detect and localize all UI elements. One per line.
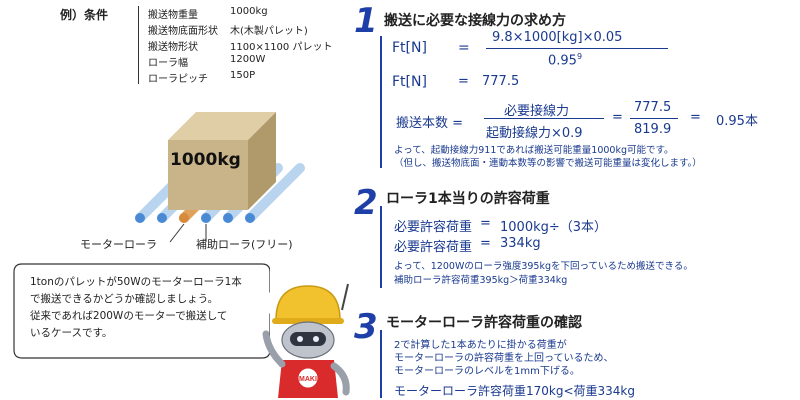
box-top xyxy=(168,112,276,140)
ft-value: 777.5 xyxy=(482,74,520,89)
eye xyxy=(297,336,303,342)
section-number: 3 xyxy=(354,307,378,347)
section-number: 2 xyxy=(354,183,378,223)
denominator-superscript: 9 xyxy=(576,52,583,61)
roller-end xyxy=(157,213,167,223)
hat-brim xyxy=(272,318,344,324)
badge-circle xyxy=(297,367,319,389)
eye xyxy=(313,336,319,342)
condition-value: 150P xyxy=(230,70,256,81)
conveyor-illustration xyxy=(135,112,305,243)
bubble-line: で搬送できるかどうか確認しましょう。 xyxy=(30,293,219,305)
bubble-text: 1tonのパレットが50Wのモーターローラ1本 で搬送できるかどうか確認しましょ… xyxy=(30,274,260,342)
conditions-divider xyxy=(138,6,139,84)
leader-line xyxy=(169,223,185,243)
formula-denominator: 0.959 xyxy=(548,52,583,69)
section-title: モーターローラ許容荷重の確認 xyxy=(386,315,582,331)
roller xyxy=(245,163,305,223)
fraction-line xyxy=(630,118,678,119)
condition-row: ローラピッチ 150P xyxy=(148,70,255,85)
requirement-label: 必要許容荷重 xyxy=(394,240,473,255)
condition-row: ローラ幅 1200W xyxy=(148,54,265,69)
condition-label: ローラ幅 xyxy=(148,58,188,69)
equals-sign: = xyxy=(458,40,470,56)
robot-arm xyxy=(330,362,350,396)
antenna xyxy=(341,283,349,311)
roller-end xyxy=(179,213,189,223)
section-note: よって、1200Wのローラ強度395kgを下回っているため搬送できる。 xyxy=(394,261,693,272)
fraction-line xyxy=(484,118,604,119)
hard-hat xyxy=(275,285,341,321)
section-note: （但し、搬送物底面・連動本数等の影響で搬送可能重量は変化します。） xyxy=(394,158,702,169)
bubble-line: 従来であれば200Wのモーターで搬送して xyxy=(30,310,228,322)
aux-roller-label: 補助ローラ(フリー) xyxy=(196,238,293,251)
box-front xyxy=(168,140,248,210)
section-note: モーターローラの許容荷重を上回っているため、 xyxy=(394,353,614,364)
condition-label: 搬送物重量 xyxy=(148,10,198,21)
section-title: ローラ1本当りの許容荷重 xyxy=(386,191,550,207)
condition-value: 1100×1100 パレット xyxy=(230,42,333,53)
bubble-line: いるケースです。 xyxy=(30,327,113,339)
box-side xyxy=(248,112,276,210)
roller-end xyxy=(245,213,255,223)
formula-numerator: 9.8×1000[kg]×0.05 xyxy=(492,30,623,45)
cargo-box xyxy=(168,112,276,210)
motor-roller-label: モーターローラ xyxy=(80,238,157,251)
condition-value: 1000kg xyxy=(230,6,268,17)
value-denominator: 819.9 xyxy=(634,122,672,137)
equals-sign: = xyxy=(480,236,491,251)
visor xyxy=(290,332,326,346)
conditions-heading: 例）条件 xyxy=(60,8,109,22)
condition-row: 搬送物重量 1000kg xyxy=(148,6,268,21)
condition-label: ローラピッチ xyxy=(148,74,208,85)
badge-text: MAKI xyxy=(299,376,317,383)
section-bar xyxy=(380,330,382,398)
requirement-value: 334kg xyxy=(500,236,541,251)
section-number: 1 xyxy=(354,1,378,41)
count-label: 搬送本数 = xyxy=(396,116,464,131)
mascot-robot: MAKI xyxy=(262,283,350,398)
requirement-label: 必要許容荷重 xyxy=(394,220,473,235)
section-title: 搬送に必要な接線力の求め方 xyxy=(384,13,566,29)
condition-value: 1200W xyxy=(230,54,266,65)
condition-row: 搬送物形状 1100×1100 パレット xyxy=(148,38,332,53)
condition-label: 搬送物底面形状 xyxy=(148,26,218,37)
section-note: モーターローラのレベルを1mm下げる。 xyxy=(394,366,580,377)
ft-label: Ft[N] xyxy=(392,40,427,56)
section-bar xyxy=(380,36,382,168)
condition-label: 搬送物形状 xyxy=(148,42,198,53)
result-value: 0.95本 xyxy=(716,114,758,129)
condition-row: 搬送物底面形状 木(木製パレット) xyxy=(148,22,308,37)
roller-end xyxy=(201,213,211,223)
fraction-numerator-label: 必要接線力 xyxy=(504,104,570,119)
speech-bubble xyxy=(13,263,270,359)
requirement-value: 1000kg÷（3本） xyxy=(500,220,608,235)
section-note: 補助ローラ許容荷重395kg＞荷重334kg xyxy=(394,275,568,286)
condition-value: 木(木製パレット) xyxy=(230,26,308,37)
ft-label: Ft[N] xyxy=(392,74,427,90)
box-label: 1000kg xyxy=(170,150,241,170)
equals-sign: = xyxy=(690,110,701,125)
section-conclusion: モーターローラ許容荷重170kg<荷重334kg xyxy=(394,384,635,398)
robot-arm xyxy=(262,330,286,368)
bubble-line: 1tonのパレットが50Wのモーターローラ1本 xyxy=(30,276,242,288)
equals-sign: = xyxy=(480,216,491,231)
section-bar xyxy=(380,206,382,288)
equals-sign: = xyxy=(612,110,623,125)
roller-end xyxy=(135,213,145,223)
roller-end xyxy=(223,213,233,223)
value-numerator: 777.5 xyxy=(634,100,672,115)
fraction-denominator-label: 起動接線力×0.9 xyxy=(486,126,583,141)
equals-sign: = xyxy=(458,74,469,89)
section-note: 2で計算した1本あたりに掛かる荷重が xyxy=(394,340,567,351)
fraction-line xyxy=(486,48,668,49)
section-note: よって、起動接線力911であれば搬送可能重量1000kg可能です。 xyxy=(394,145,674,156)
